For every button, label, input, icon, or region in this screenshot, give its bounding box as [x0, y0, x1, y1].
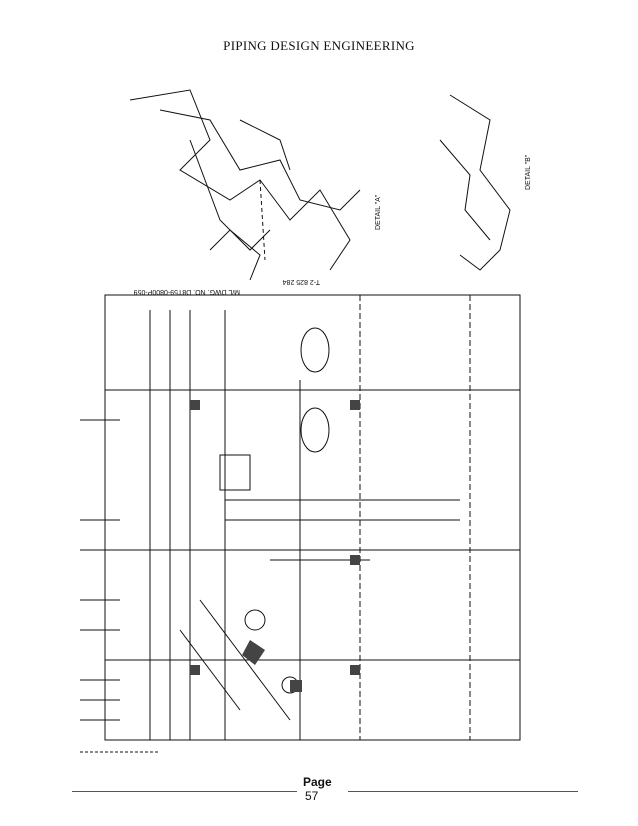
- page-label: Page: [303, 775, 332, 789]
- ref-number-label: T-2 825 284: [283, 278, 320, 285]
- footer-rule-right: [348, 791, 578, 792]
- detail-b-label: DETAIL "B": [525, 154, 532, 190]
- piping-layout-drawing: DETAIL "A" DETAIL "B" M/L DWG. NO. D8T59…: [80, 89, 532, 753]
- page-header-title: PIPING DESIGN ENGINEERING: [223, 38, 415, 53]
- detail-a-label: DETAIL "A": [375, 194, 382, 230]
- page-number: 57: [305, 789, 319, 803]
- footer-rule-left: [72, 791, 297, 792]
- ml-dwg-label: M/L DWG. NO. D8T59-0800P-059: [134, 288, 240, 295]
